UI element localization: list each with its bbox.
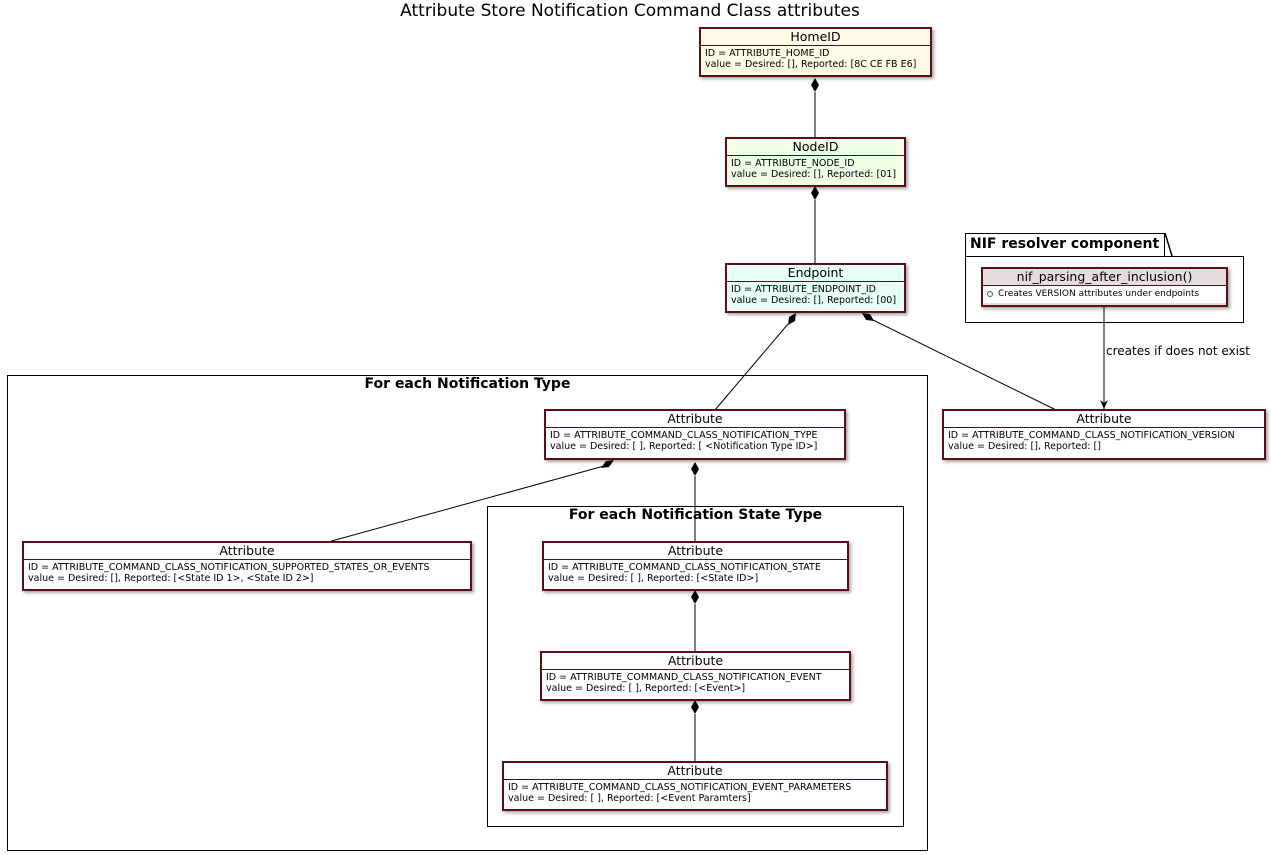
node-endpoint-id: ID = ATTRIBUTE_ENDPOINT_ID <box>731 284 876 295</box>
node-endpoint: Endpoint ID = ATTRIBUTE_ENDPOINT_ID valu… <box>725 263 906 313</box>
package-nif-resolver <box>965 256 1244 323</box>
node-notification-type-body: ID = ATTRIBUTE_COMMAND_CLASS_NOTIFICATIO… <box>546 428 844 455</box>
node-homeid-id: ID = ATTRIBUTE_HOME_ID <box>705 48 830 59</box>
node-notification-type: Attribute ID = ATTRIBUTE_COMMAND_CLASS_N… <box>544 409 846 460</box>
node-event-parameters-value: value = Desired: [ ], Reported: [<Event … <box>508 793 751 804</box>
edge-label-creates: creates if does not exist <box>1106 344 1250 358</box>
node-supported-states-value: value = Desired: [], Reported: [<State I… <box>28 573 314 584</box>
node-homeid: HomeID ID = ATTRIBUTE_HOME_ID value = De… <box>699 27 932 77</box>
composition-diamond <box>862 313 874 321</box>
frame-notification-state-type: For each Notification State Type <box>487 506 904 827</box>
package-tab: NIF resolver component <box>965 233 1165 257</box>
node-notification-type-id: ID = ATTRIBUTE_COMMAND_CLASS_NOTIFICATIO… <box>550 430 818 441</box>
node-supported-states-id: ID = ATTRIBUTE_COMMAND_CLASS_NOTIFICATIO… <box>28 562 430 573</box>
composition-diamond <box>811 78 819 92</box>
node-homeid-value: value = Desired: [], Reported: [8C CE FB… <box>705 59 917 70</box>
node-version-value: value = Desired: [], Reported: [] <box>948 441 1101 452</box>
node-nodeid-body: ID = ATTRIBUTE_NODE_ID value = Desired: … <box>727 156 904 183</box>
edge-endpoint-version <box>872 319 1057 411</box>
diagram-title: Attribute Store Notification Command Cla… <box>400 1 860 21</box>
frame-notification-state-type-title: For each Notification State Type <box>568 507 823 523</box>
frame-notification-type-title: For each Notification Type <box>364 376 571 392</box>
node-nodeid-value: value = Desired: [], Reported: [01] <box>731 169 897 180</box>
node-notification-event-header: Attribute <box>542 653 849 670</box>
node-notification-state-value: value = Desired: [ ], Reported: [<State … <box>548 573 759 584</box>
edge-endpoint-type <box>714 323 789 411</box>
node-homeid-body: ID = ATTRIBUTE_HOME_ID value = Desired: … <box>701 46 930 73</box>
node-homeid-header: HomeID <box>701 29 930 46</box>
node-nodeid-id: ID = ATTRIBUTE_NODE_ID <box>731 158 855 169</box>
node-event-parameters-id: ID = ATTRIBUTE_COMMAND_CLASS_NOTIFICATIO… <box>508 782 852 793</box>
node-supported-states: Attribute ID = ATTRIBUTE_COMMAND_CLASS_N… <box>22 541 472 591</box>
node-version-header: Attribute <box>944 411 1264 428</box>
composition-diamond <box>691 700 699 714</box>
node-endpoint-value: value = Desired: [], Reported: [00] <box>731 295 897 306</box>
node-version-body: ID = ATTRIBUTE_COMMAND_CLASS_NOTIFICATIO… <box>944 428 1264 455</box>
composition-diamond <box>691 590 699 604</box>
node-supported-states-header: Attribute <box>24 543 470 560</box>
node-nodeid: NodeID ID = ATTRIBUTE_NODE_ID value = De… <box>725 137 906 187</box>
node-endpoint-header: Endpoint <box>727 265 904 282</box>
node-notification-state: Attribute ID = ATTRIBUTE_COMMAND_CLASS_N… <box>542 541 849 591</box>
node-notification-event-id: ID = ATTRIBUTE_COMMAND_CLASS_NOTIFICATIO… <box>546 672 822 683</box>
frame-notification-type: For each Notification Type <box>7 375 928 851</box>
composition-diamond <box>691 462 699 476</box>
class-nif-parsing-method: Creates VERSION attributes under endpoin… <box>998 289 1200 299</box>
node-event-parameters-header: Attribute <box>504 763 886 780</box>
class-nif-parsing-name: nif_parsing_after_inclusion() <box>983 269 1226 286</box>
class-nif-parsing-method-row: Creates VERSION attributes under endpoin… <box>983 286 1226 303</box>
node-notification-event-body: ID = ATTRIBUTE_COMMAND_CLASS_NOTIFICATIO… <box>542 670 849 697</box>
composition-diamond <box>811 186 819 200</box>
node-event-parameters-body: ID = ATTRIBUTE_COMMAND_CLASS_NOTIFICATIO… <box>504 780 886 807</box>
node-notification-state-body: ID = ATTRIBUTE_COMMAND_CLASS_NOTIFICATIO… <box>544 560 847 587</box>
node-event-parameters: Attribute ID = ATTRIBUTE_COMMAND_CLASS_N… <box>502 761 888 811</box>
node-notification-type-value: value = Desired: [ ], Reported: [ <Notif… <box>550 441 818 452</box>
composition-diamond <box>601 460 614 468</box>
node-notification-event: Attribute ID = ATTRIBUTE_COMMAND_CLASS_N… <box>540 651 851 701</box>
public-method-icon <box>987 290 993 297</box>
node-version: Attribute ID = ATTRIBUTE_COMMAND_CLASS_N… <box>942 409 1266 460</box>
edge-type-supported <box>327 465 605 543</box>
node-supported-states-body: ID = ATTRIBUTE_COMMAND_CLASS_NOTIFICATIO… <box>24 560 470 587</box>
composition-diamond <box>788 313 796 325</box>
node-endpoint-body: ID = ATTRIBUTE_ENDPOINT_ID value = Desir… <box>727 282 904 309</box>
node-notification-state-header: Attribute <box>544 543 847 560</box>
class-nif-parsing: nif_parsing_after_inclusion() Creates VE… <box>981 267 1228 307</box>
node-notification-event-value: value = Desired: [ ], Reported: [<Event>… <box>546 683 746 694</box>
node-version-id: ID = ATTRIBUTE_COMMAND_CLASS_NOTIFICATIO… <box>948 430 1235 441</box>
node-nodeid-header: NodeID <box>727 139 904 156</box>
node-notification-state-id: ID = ATTRIBUTE_COMMAND_CLASS_NOTIFICATIO… <box>548 562 821 573</box>
node-notification-type-header: Attribute <box>546 411 844 428</box>
